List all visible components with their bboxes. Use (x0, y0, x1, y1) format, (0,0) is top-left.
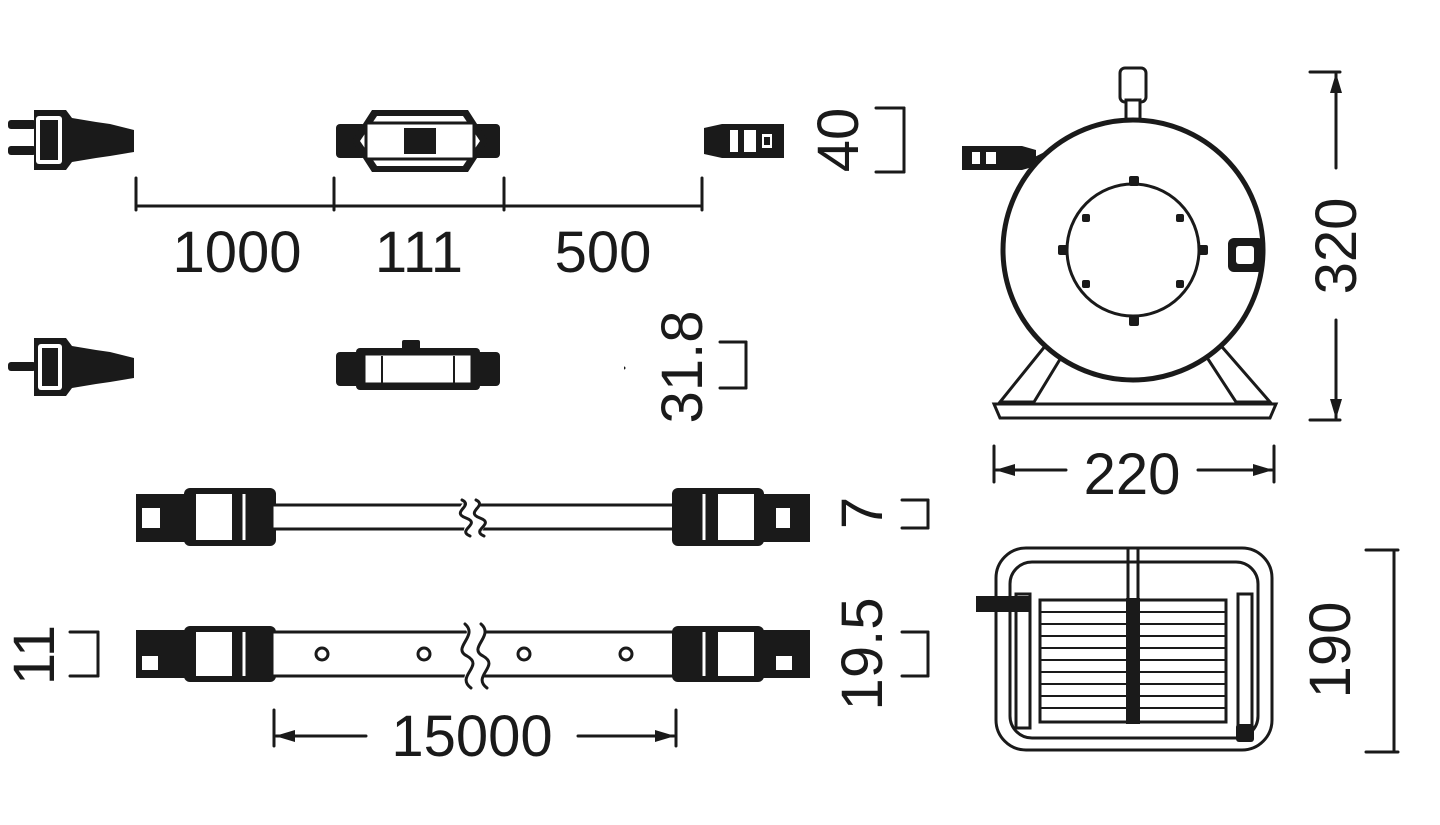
strip-length-dimension: 15000 (272, 704, 678, 769)
connector-height-dimension: 7 (830, 497, 930, 530)
dim-reel-width: 220 (1084, 442, 1181, 507)
cable-reel-top-view (976, 546, 1274, 752)
strip-thickness-dimension: 11 (2, 625, 100, 685)
dim-plug-segment: 1000 (172, 220, 301, 285)
cable-length-dimensions: 1000 111 500 (134, 176, 704, 285)
dim-strip-thickness: 11 (2, 625, 67, 685)
dim-reel-height: 320 (1304, 198, 1369, 295)
cable-assembly-with-socket (8, 110, 784, 172)
reel-depth-dimension: 190 (1298, 548, 1400, 754)
dim-box-segment: 111 (375, 220, 463, 285)
inline-switch-icon (336, 340, 500, 390)
dim-strip-length: 15000 (391, 704, 552, 769)
reel-width-dimension: 220 (992, 442, 1276, 507)
schuko-plug-icon (8, 110, 134, 170)
coupling-socket-icon (704, 124, 784, 158)
reel-height-dimension: 320 (1304, 70, 1369, 422)
dim-reel-depth: 190 (1298, 602, 1363, 699)
switch-height-dimension: 31.8 (650, 311, 748, 424)
control-box-icon (336, 110, 500, 172)
led-strip (136, 617, 810, 696)
dim-box-height: 40 (806, 108, 871, 173)
schuko-plug-icon (8, 338, 134, 396)
cable-assembly-open-end (8, 338, 626, 396)
dim-connector-height: 7 (830, 497, 895, 529)
strip-height-dimension: 19.5 (830, 598, 930, 711)
cable-reel-front-view (962, 66, 1279, 420)
dim-switch-height: 31.8 (650, 311, 715, 424)
dim-socket-segment: 500 (555, 220, 652, 285)
extension-connector-cable (136, 488, 810, 546)
box-height-dimension: 40 (806, 106, 906, 174)
dim-strip-height: 19.5 (830, 598, 895, 711)
